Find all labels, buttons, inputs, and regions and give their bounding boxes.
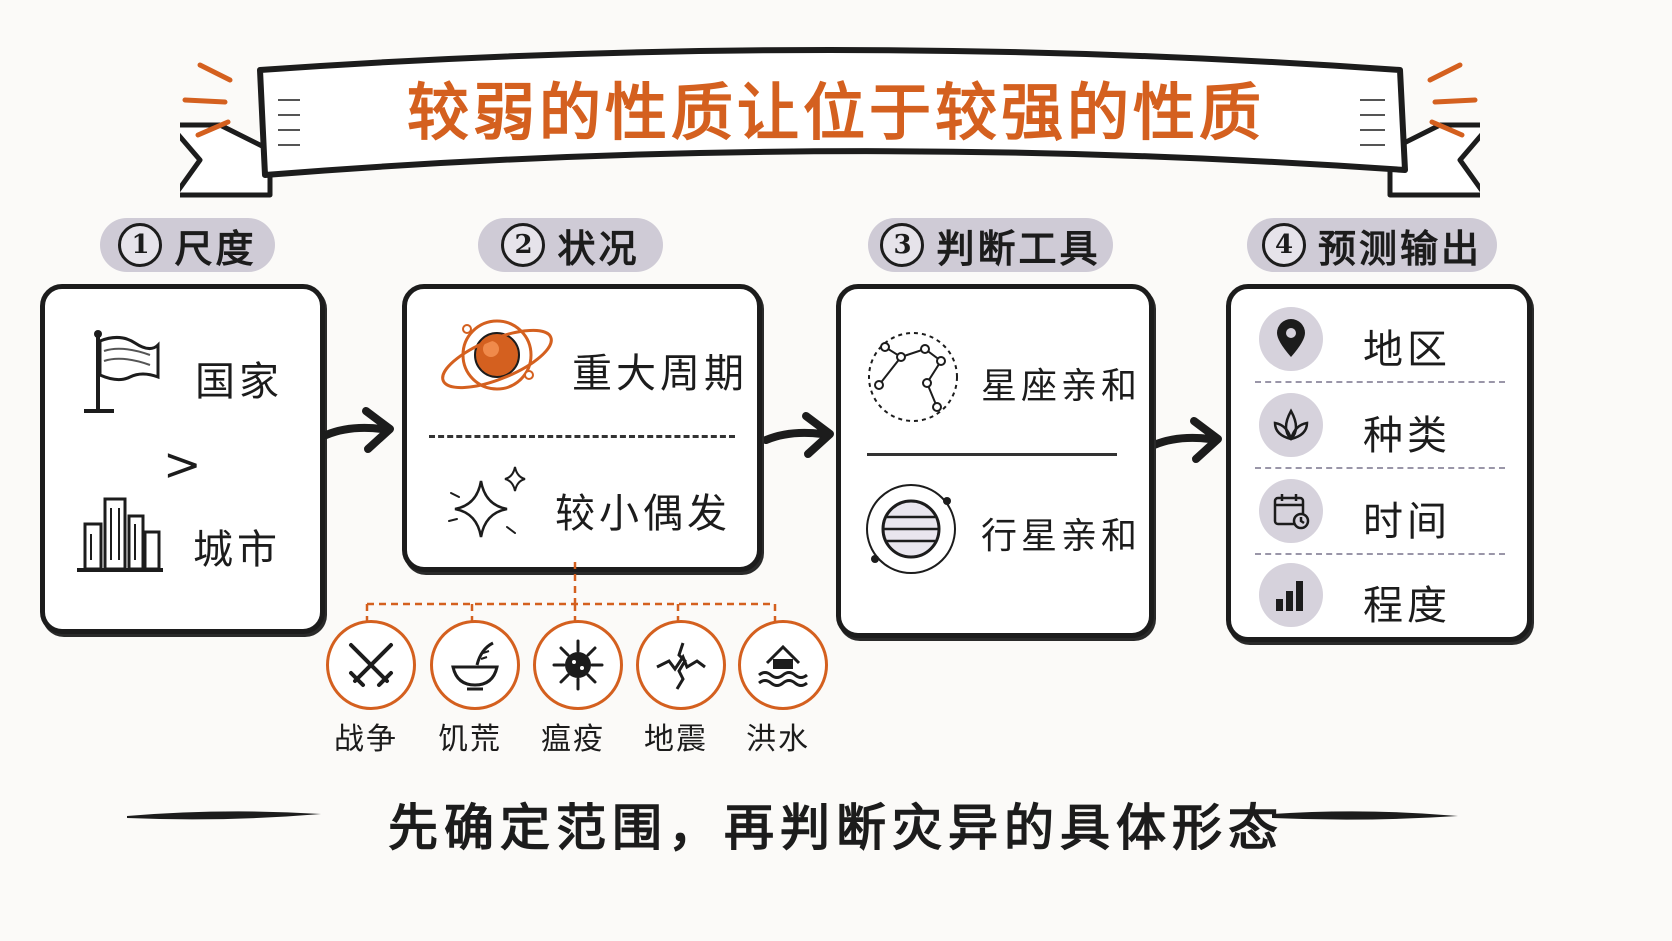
brush-stroke-right xyxy=(1272,811,1458,820)
step-number: 2 xyxy=(501,223,546,267)
output-region-label: 地区 xyxy=(1363,327,1451,373)
divider xyxy=(1255,381,1505,383)
step-header-tools: 3 判断工具 xyxy=(868,218,1113,272)
location-pin-icon xyxy=(1259,307,1323,371)
step-label: 尺度 xyxy=(174,225,257,271)
hazard-famine xyxy=(430,620,520,710)
divider xyxy=(867,453,1117,456)
virus-icon xyxy=(552,639,604,691)
step-number: 1 xyxy=(118,223,163,267)
flag-icon xyxy=(84,330,160,413)
arrow-right-icon xyxy=(322,407,394,453)
step-label: 状况 xyxy=(557,225,640,271)
major-cycle-label: 重大周期 xyxy=(572,351,748,397)
arrow-right-icon xyxy=(762,412,834,458)
hazard-plague xyxy=(533,620,623,710)
greater-than-symbol: > xyxy=(163,437,206,491)
title-ribbon xyxy=(180,47,1480,198)
step-header-output: 4 预测输出 xyxy=(1247,218,1497,272)
hazard-connector xyxy=(365,562,777,630)
hazard-label-flood: 洪水 xyxy=(746,722,810,757)
scale-box: 国家 > 城市 xyxy=(40,284,325,634)
step-header-scale: 1 尺度 xyxy=(100,218,275,272)
empty-bowl-icon xyxy=(451,641,499,691)
city-icon xyxy=(77,497,163,572)
calendar-clock-icon xyxy=(1259,479,1323,543)
output-type-label: 种类 xyxy=(1363,413,1451,459)
country-label: 国家 xyxy=(195,359,283,405)
crossed-swords-icon xyxy=(349,643,393,687)
situation-box: 重大周期 较小偶发 xyxy=(402,284,762,572)
brush-stroke-left xyxy=(127,811,321,820)
hazard-label-war: 战争 xyxy=(334,722,398,757)
hazard-earthquake xyxy=(636,620,726,710)
flooded-house-icon xyxy=(758,644,808,687)
page-title: 较弱的性质让位于较强的性质 xyxy=(406,76,1265,149)
planet-affinity-label: 行星亲和 xyxy=(981,516,1142,557)
step-label: 判断工具 xyxy=(936,225,1101,271)
divider xyxy=(429,435,735,438)
output-time-label: 时间 xyxy=(1363,499,1451,545)
hazard-label-plague: 瘟疫 xyxy=(541,722,605,757)
leaf-icon xyxy=(1259,393,1323,457)
hazard-label-famine: 饥荒 xyxy=(438,722,502,757)
step-header-situation: 2 状况 xyxy=(478,218,663,272)
hazard-label-earthquake: 地震 xyxy=(644,722,708,757)
city-label: 城市 xyxy=(193,527,281,573)
hazard-war xyxy=(326,620,416,710)
step-number: 4 xyxy=(1261,223,1306,267)
arrow-right-icon xyxy=(1150,417,1222,463)
divider xyxy=(1255,553,1505,555)
step-number: 3 xyxy=(880,223,925,267)
constellation-icon xyxy=(868,332,958,422)
minor-event-label: 较小偶发 xyxy=(555,491,731,537)
footer-summary: 先确定范围，再判断灾异的具体形态 xyxy=(388,798,1284,857)
constellation-affinity-label: 星座亲和 xyxy=(981,366,1142,407)
output-degree-label: 程度 xyxy=(1363,583,1451,629)
step-label: 预测输出 xyxy=(1317,225,1482,271)
output-box: 地区 种类 时间 程度 xyxy=(1226,284,1532,642)
divider xyxy=(1255,467,1505,469)
planet-icon xyxy=(866,484,956,574)
sparkle-icon xyxy=(448,466,526,538)
hazard-flood xyxy=(738,620,828,710)
bar-chart-icon xyxy=(1259,563,1323,627)
tools-box: 星座亲和 行星亲和 xyxy=(836,284,1154,638)
crack-icon xyxy=(656,642,706,690)
orbit-cycle-icon xyxy=(441,319,553,391)
